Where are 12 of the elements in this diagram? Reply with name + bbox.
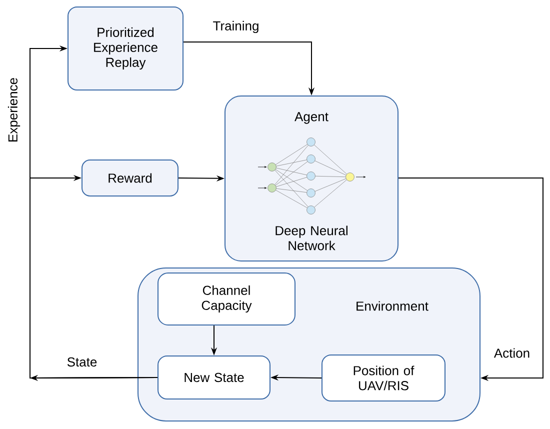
process-box: Reward [82, 160, 178, 196]
arrow [30, 174, 158, 378]
process-box: Channel Capacity [158, 272, 296, 326]
edge-label: Experience [8, 78, 20, 142]
edge-label: Action [494, 348, 530, 358]
edge-label: Training [213, 20, 258, 34]
agent-box: Agent Deep Neural Network [224, 96, 398, 262]
process-box: Prioritized Experience Replay [68, 6, 184, 90]
arrow [398, 178, 544, 382]
edge-label: State [67, 357, 97, 367]
process-box: Position of UAV/RIS [322, 354, 446, 402]
process-box: New State [158, 355, 270, 400]
